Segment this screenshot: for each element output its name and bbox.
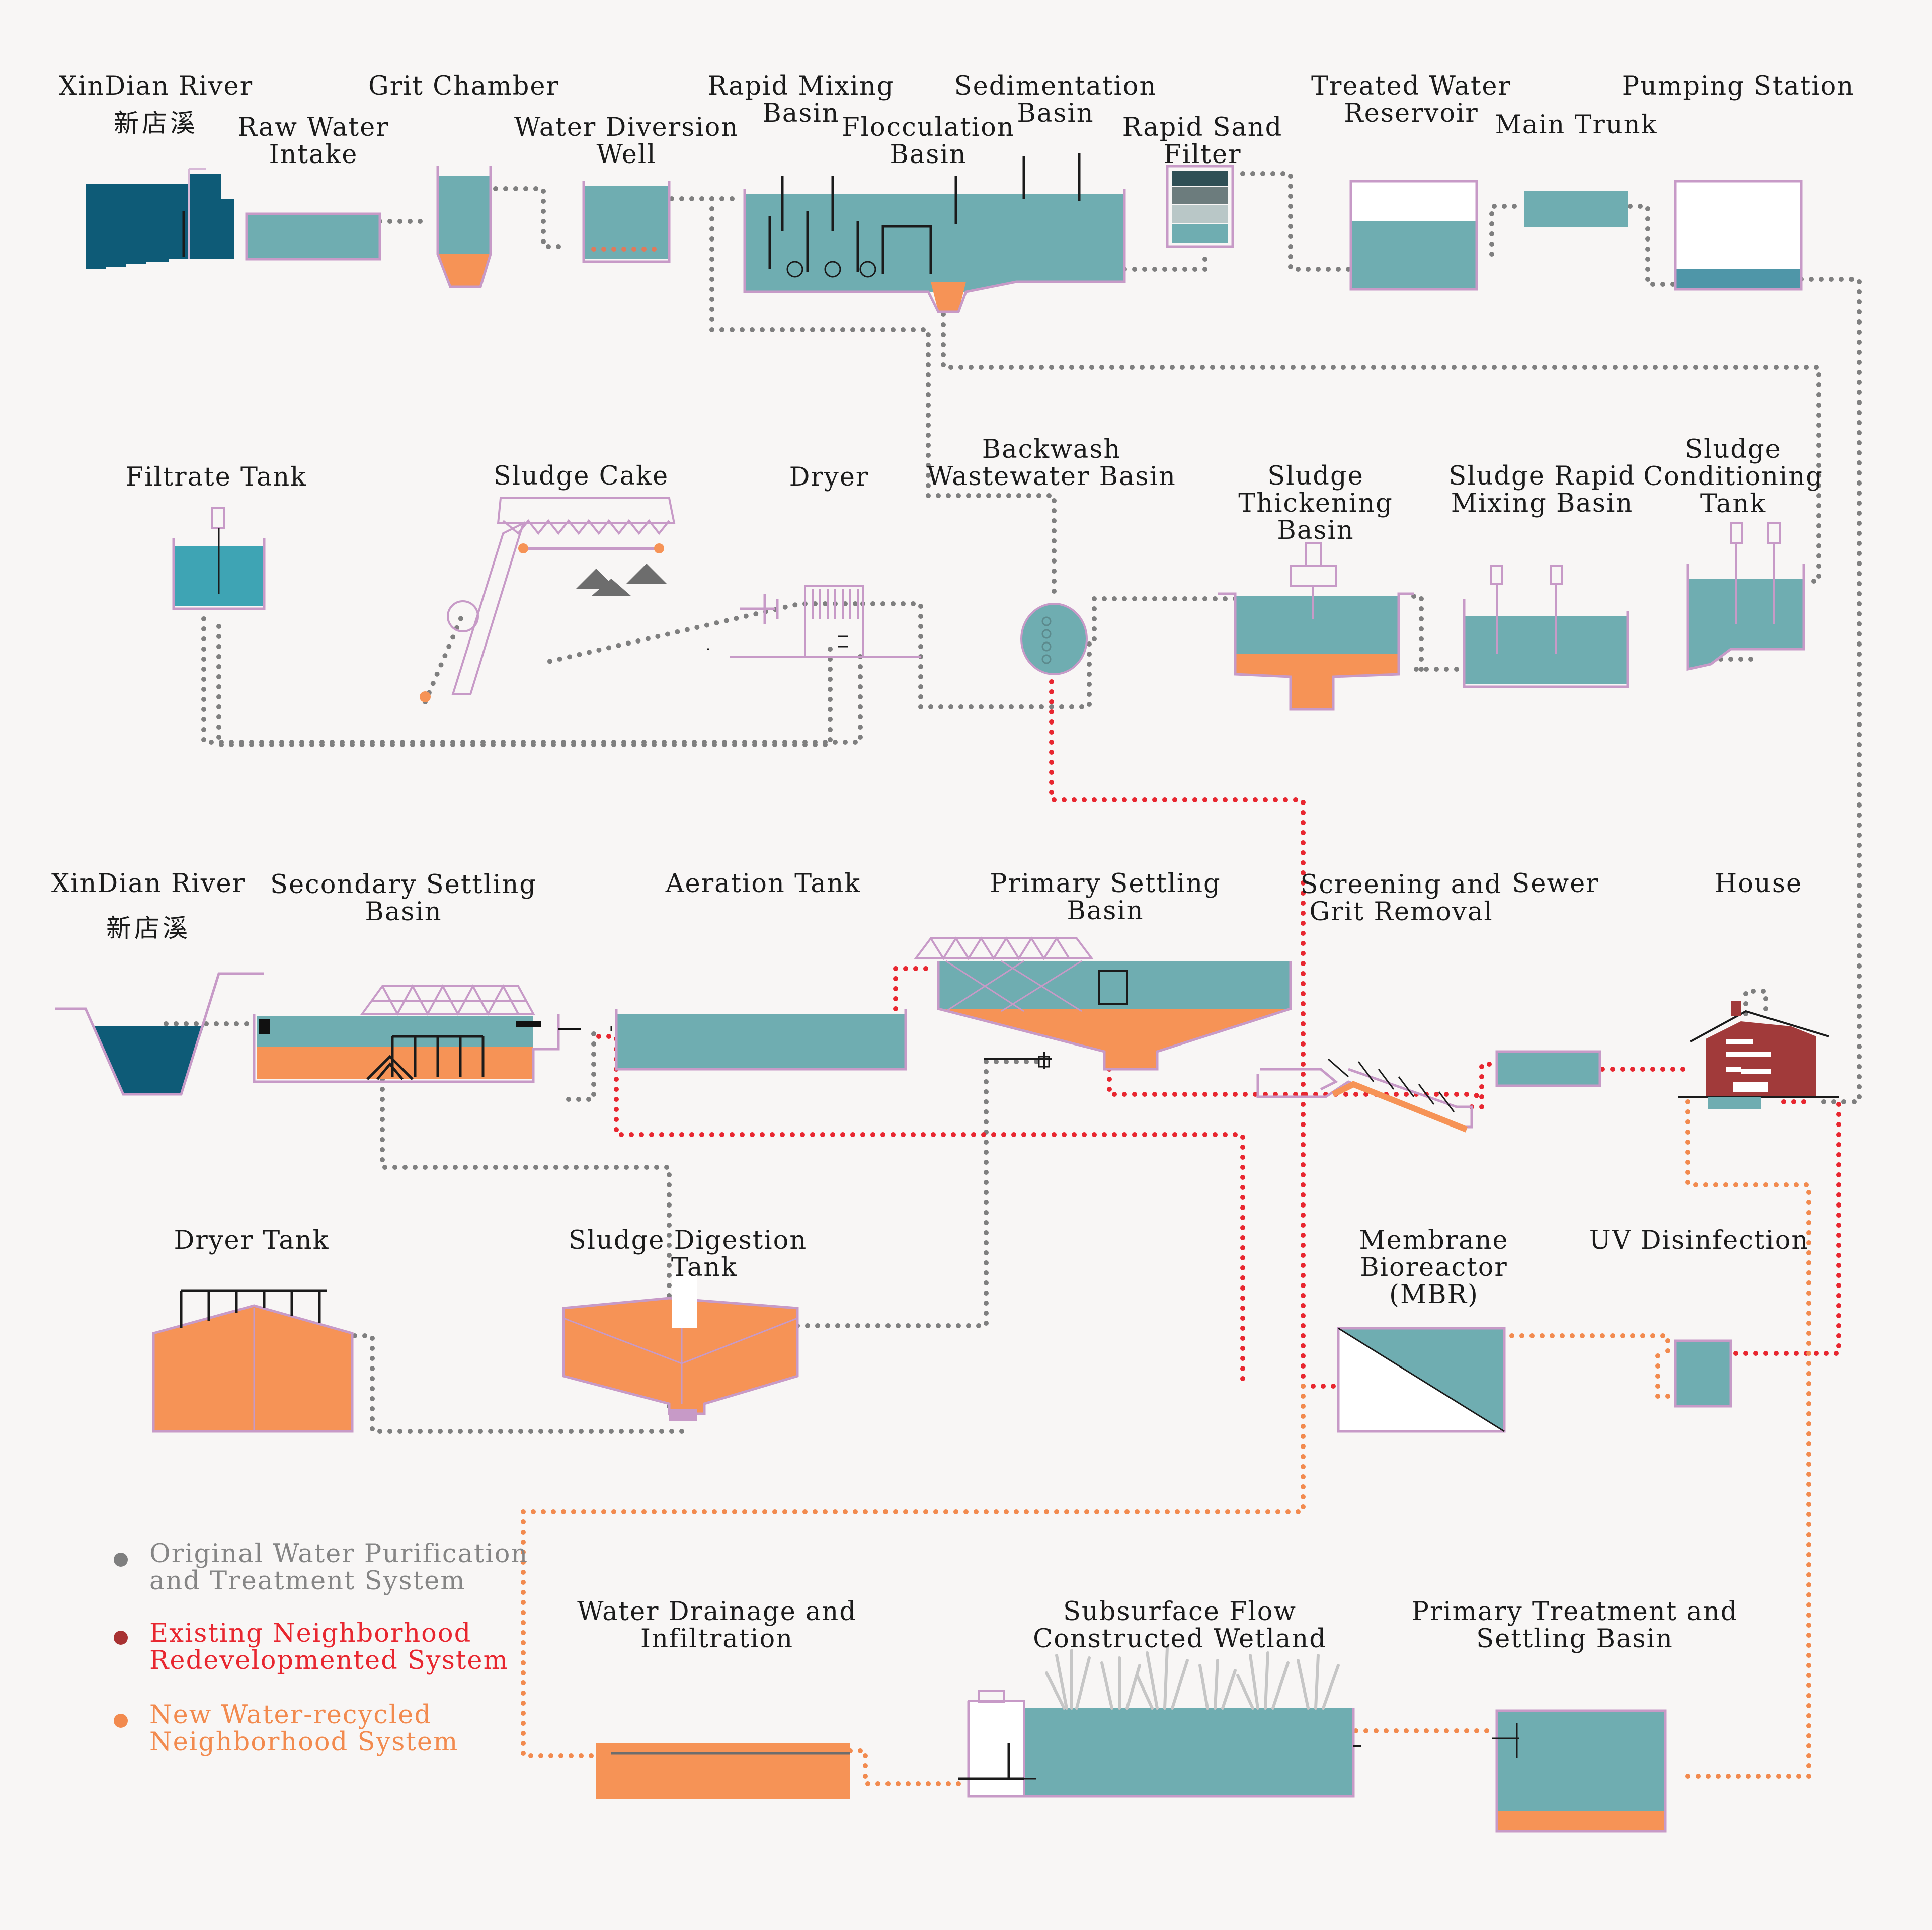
primary-settling-basin (914, 936, 1292, 1071)
label-aeration-tank: Aeration Tank (665, 869, 861, 899)
rapid-sand-filter (1166, 165, 1234, 248)
label-sewer: Sewer (1512, 869, 1599, 899)
main-trunk (1524, 191, 1628, 227)
label-main-trunk: Main Trunk (1495, 110, 1658, 140)
house (1678, 1001, 1839, 1109)
original-system-pipes (164, 171, 1862, 1434)
label-dryer-tank: Dryer Tank (174, 1226, 329, 1255)
wetland-reeds (1045, 1646, 1340, 1710)
screening-grit-removal (1256, 1058, 1473, 1133)
label-pumping-station: Pumping Station (1622, 71, 1855, 101)
legend-dot-new (114, 1714, 128, 1728)
mixing-flocculation-sedimentation-basin (743, 153, 1126, 313)
label-grit-chamber: Grit Chamber (368, 71, 559, 101)
sewer (1495, 1050, 1601, 1087)
grit-chamber (436, 166, 492, 288)
dryer-machine (707, 585, 921, 658)
primary-treatment-settling-basin (1492, 1709, 1667, 1833)
aeration-tank (610, 1009, 907, 1071)
new-system-pipes (521, 1099, 1811, 1786)
sludge-rapid-mixing-basin (1463, 565, 1629, 688)
backwash-wastewater-basin (1020, 603, 1088, 675)
river-outfall (55, 972, 264, 1096)
secondary-settling-basin (253, 984, 581, 1083)
pumping-station (1674, 180, 1803, 291)
treated-water-reservoir (1349, 180, 1478, 291)
raw-water-intake (245, 212, 381, 261)
filtrate-tank (172, 507, 266, 610)
sludge-digestion-tank (562, 1273, 799, 1421)
label-sludge-cake: Sludge Cake (494, 461, 669, 491)
legend-dot-existing (114, 1631, 128, 1645)
label-xindian-river-1-zh: 新店溪 (114, 109, 198, 138)
label-xindian-river-1: XinDian River (59, 71, 253, 101)
sludge-cake-conveyor (420, 497, 676, 702)
label-dryer: Dryer (789, 462, 869, 492)
sludge-thickening-basin (1218, 542, 1414, 711)
label-xindian-river-2: XinDian River (51, 869, 246, 899)
label-house: House (1715, 869, 1802, 899)
subsurface-flow-wetland (958, 1646, 1361, 1798)
legend-dot-original (114, 1553, 128, 1567)
uv-disinfection-unit (1674, 1339, 1732, 1408)
dryer-tank (152, 1289, 354, 1433)
label-filtrate-tank: Filtrate Tank (126, 462, 307, 492)
water-drainage-infiltration-bed (596, 1743, 850, 1799)
sludge-conditioning-tank (1686, 522, 1805, 671)
water-diversion-well (582, 181, 671, 263)
membrane-bioreactor (1337, 1327, 1506, 1433)
river-intake-structure (86, 168, 234, 269)
label-uv-disinfection: UV Disinfection (1589, 1226, 1809, 1255)
label-xindian-river-2-zh: 新店溪 (106, 914, 191, 943)
